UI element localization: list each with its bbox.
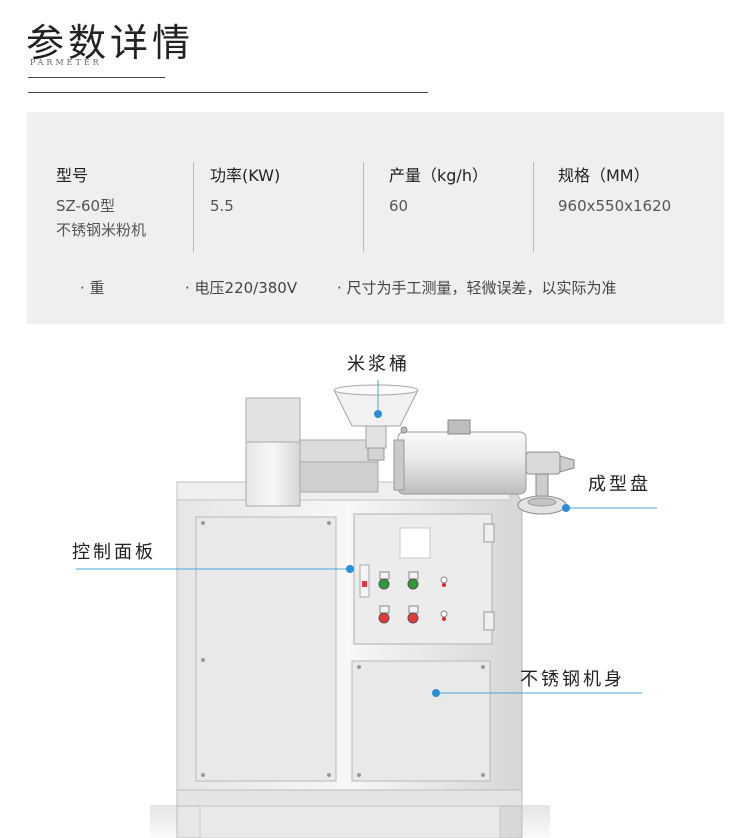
callout-control-panel: 控制面板 [72, 542, 156, 563]
spec-label: 型号 [56, 166, 89, 185]
red-button-1 [378, 612, 390, 624]
spec-value: 960x550x1620 [558, 194, 671, 218]
spec-value-line: 不锈钢米粉机 [56, 221, 147, 239]
callout-stainless-body: 不锈钢机身 [520, 669, 625, 690]
callout-dot-body [432, 689, 440, 697]
left-door [195, 516, 337, 782]
title-underline-short [28, 77, 165, 78]
callout-slurry-bucket: 米浆桶 [347, 354, 410, 375]
callout-forming-disc: 成型盘 [588, 474, 651, 495]
red-button-2 [407, 612, 419, 624]
spec-model: 型号 SZ-60型 不锈钢米粉机 [56, 162, 146, 242]
spec-divider [533, 162, 534, 252]
display-window [399, 527, 431, 559]
note-measure: · 尺寸为手工测量，轻微误差，以实际为准 [337, 279, 617, 297]
green-button-2 [407, 578, 419, 590]
spec-divider [193, 162, 194, 252]
spec-panel: 型号 SZ-60型 不锈钢米粉机 功率(KW) 5.5 产量（kg/h） 60 … [27, 112, 724, 324]
spec-value-line: 5.5 [210, 197, 234, 215]
spec-label: 规格（MM） [558, 166, 650, 185]
spec-value: 5.5 [210, 194, 280, 218]
note-voltage: · 电压220/380V [185, 279, 298, 297]
callout-dot-bucket [374, 410, 382, 418]
forming-disc-head [525, 451, 561, 475]
cylinder-cap [447, 419, 471, 435]
callout-dot-panel [346, 565, 354, 573]
spec-label: 产量（kg/h） [389, 166, 488, 185]
spec-value: 60 [389, 194, 488, 218]
spec-power: 功率(KW) 5.5 [210, 162, 280, 218]
title-underline-long [28, 92, 428, 93]
spec-size: 规格（MM） 960x550x1620 [558, 162, 671, 218]
spec-value-line: 960x550x1620 [558, 197, 672, 215]
spec-value: SZ-60型 不锈钢米粉机 [56, 194, 146, 242]
green-button-1 [378, 578, 390, 590]
spec-output: 产量（kg/h） 60 [389, 162, 488, 218]
spec-value-line: 60 [389, 197, 409, 215]
page-subtitle: PARMETER [30, 58, 102, 67]
spec-divider [363, 162, 364, 252]
spec-value-line: SZ-60型 [56, 197, 116, 215]
main-cylinder [397, 431, 527, 495]
spec-label: 功率(KW) [210, 166, 281, 185]
lower-door [351, 660, 491, 782]
page-title: 参数详情 [26, 21, 195, 65]
callout-dot-disc [562, 504, 570, 512]
note-weight: · 重 [80, 279, 105, 297]
